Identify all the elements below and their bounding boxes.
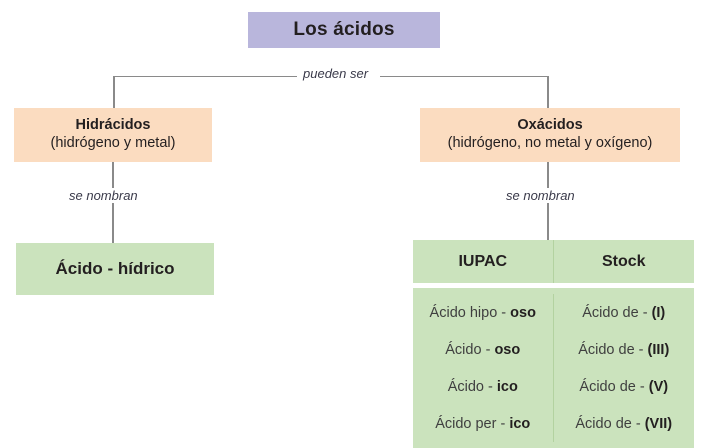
stock-suffix: (VII) <box>644 415 673 432</box>
stock-prefix: Ácido de - <box>578 341 648 358</box>
node-oxacidos: Oxácidos (hidrógeno, no metal y oxígeno) <box>420 108 680 162</box>
table-row: Ácido - oso Ácido de - (III) <box>413 331 694 368</box>
table-body: Ácido hipo - oso Ácido de - (I) Ácido - … <box>413 288 694 448</box>
edge-label-se-nombran-right: se nombran <box>500 188 581 203</box>
node-acido-hidrico-text: Ácido - hídrico <box>55 258 175 278</box>
table-header-row: IUPAC Stock <box>413 240 694 283</box>
stock-suffix: (I) <box>651 304 666 321</box>
iupac-suffix: oso <box>494 341 521 358</box>
table-cell-iupac: Ácido - ico <box>413 368 554 405</box>
table-cell-stock: Ácido de - (III) <box>554 331 695 368</box>
stock-prefix: Ácido de - <box>582 304 652 321</box>
iupac-prefix: Ácido - <box>447 378 497 395</box>
iupac-prefix: Ácido - <box>445 341 495 358</box>
node-oxacidos-name: Oxácidos <box>517 117 583 134</box>
node-hidracidos: Hidrácidos (hidrógeno y metal) <box>14 108 212 162</box>
table-cell-iupac: Ácido - oso <box>413 331 554 368</box>
connector-top-horizontal-left <box>114 76 297 77</box>
iupac-prefix: Ácido per - <box>435 415 510 432</box>
connector-top-horizontal-right <box>380 76 549 77</box>
table-header-stock: Stock <box>601 252 646 270</box>
edge-label-se-nombran-left: se nombran <box>63 188 144 203</box>
stock-suffix: (V) <box>648 378 669 395</box>
connector-drop-to-hidracidos <box>113 76 115 109</box>
diagram-title-box: Los ácidos <box>248 12 440 48</box>
table-row: Ácido per - ico Ácido de - (VII) <box>413 405 694 442</box>
table-cell-stock: Ácido de - (V) <box>554 368 695 405</box>
nomenclature-table: IUPAC Stock Ácido hipo - oso Ácido de - … <box>413 240 694 448</box>
edge-label-pueden-ser: pueden ser <box>297 66 375 81</box>
table-row: Ácido hipo - oso Ácido de - (I) <box>413 294 694 331</box>
iupac-prefix: Ácido hipo - <box>429 304 511 321</box>
table-cell-stock: Ácido de - (VII) <box>554 405 695 442</box>
connector-drop-to-oxacidos <box>547 76 549 109</box>
stock-prefix: Ácido de - <box>575 415 645 432</box>
table-row: Ácido - ico Ácido de - (V) <box>413 368 694 405</box>
node-hidracidos-composition: (hidrógeno y metal) <box>50 135 176 151</box>
stock-suffix: (III) <box>647 341 670 358</box>
node-oxacidos-composition: (hidrógeno, no metal y oxígeno) <box>447 135 653 151</box>
iupac-suffix: ico <box>496 378 518 395</box>
table-cell-iupac: Ácido hipo - oso <box>413 294 554 331</box>
table-cell-stock: Ácido de - (I) <box>554 294 695 331</box>
diagram-title-text: Los ácidos <box>293 19 395 41</box>
node-acido-hidrico: Ácido - hídrico <box>16 243 214 295</box>
table-cell-iupac: Ácido per - ico <box>413 405 554 442</box>
iupac-suffix: oso <box>510 304 536 321</box>
stock-prefix: Ácido de - <box>579 378 649 395</box>
table-header: IUPAC Stock <box>413 240 694 283</box>
table-header-iupac: IUPAC <box>413 240 554 283</box>
node-hidracidos-name: Hidrácidos <box>75 117 151 134</box>
iupac-suffix: ico <box>509 415 531 432</box>
